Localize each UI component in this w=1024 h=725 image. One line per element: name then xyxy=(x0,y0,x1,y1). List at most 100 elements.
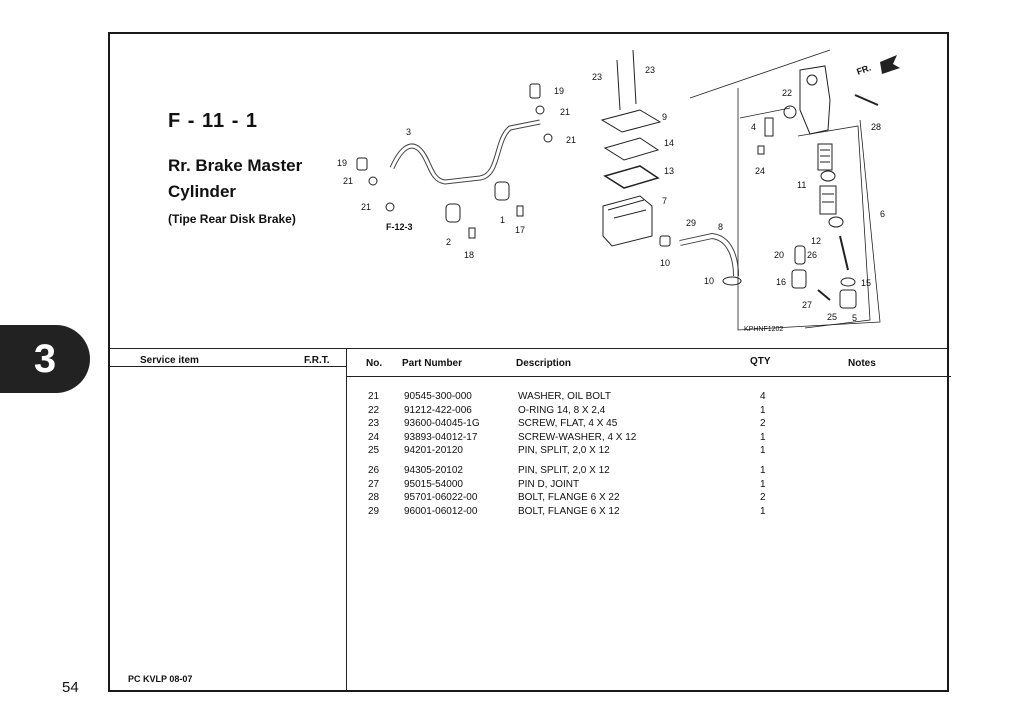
pin-20 xyxy=(794,245,806,265)
callout: 11 xyxy=(797,180,806,190)
header-divider-right xyxy=(346,376,951,377)
col-header-part-number: Part Number xyxy=(402,358,463,369)
row-description: BOLT, FLANGE 6 X 22 xyxy=(518,492,620,503)
nut-15 xyxy=(840,277,856,287)
callout: 21 xyxy=(560,107,570,117)
page-number: 54 xyxy=(62,679,79,696)
callout: 24 xyxy=(755,166,765,176)
bolt-28 xyxy=(854,94,879,106)
callout: 19 xyxy=(337,158,347,168)
row-description: O-RING 14, 8 X 2,4 xyxy=(518,404,606,416)
row-part-number: 94305-20102 xyxy=(404,465,463,476)
row-qty: 1 xyxy=(760,478,766,490)
reservoir xyxy=(602,195,653,247)
col-header-no: No. xyxy=(366,358,383,369)
row-part-number: 94201-20120 xyxy=(404,445,463,456)
row-part-number: 95015-54000 xyxy=(404,478,463,490)
figure-reference-link[interactable]: F-12-3 xyxy=(386,222,413,232)
washer-21b xyxy=(543,133,553,143)
callout: 26 xyxy=(807,250,817,260)
bolt-17 xyxy=(516,205,524,217)
col-header-notes: Notes xyxy=(848,358,876,369)
figure-subtitle: (Tipe Rear Disk Brake) xyxy=(168,212,296,226)
callout: 8 xyxy=(718,222,723,232)
callout: 21 xyxy=(361,202,371,212)
row-description: WASHER, OIL BOLT xyxy=(518,391,611,402)
callout: 2 xyxy=(446,237,451,247)
master-cylinder-body xyxy=(799,65,831,135)
pin-27 xyxy=(817,289,831,301)
row-no: 26 xyxy=(368,465,380,476)
callout: 27 xyxy=(802,300,812,310)
callout: 23 xyxy=(592,72,602,82)
callout: 5 xyxy=(852,313,857,323)
callout: 14 xyxy=(664,138,674,148)
figure-code: F - 11 - 1 xyxy=(168,110,259,132)
callout: 6 xyxy=(880,209,885,219)
callout: 18 xyxy=(464,250,474,260)
row-qty: 1 xyxy=(760,505,766,517)
callout: 15 xyxy=(861,278,871,288)
row-qty: 2 xyxy=(760,492,766,503)
callout: 7 xyxy=(662,196,667,206)
row-qty: 1 xyxy=(760,465,766,476)
callout: 16 xyxy=(776,277,786,287)
callout: 25 xyxy=(827,312,837,322)
callout: 9 xyxy=(662,112,667,122)
boot-5 xyxy=(839,289,857,309)
washer-21a xyxy=(535,105,545,115)
callout: 19 xyxy=(554,86,564,96)
diagram-divider xyxy=(110,348,947,349)
diaphragm-plate xyxy=(603,137,660,161)
callout: 1 xyxy=(500,215,505,225)
row-no: 24 xyxy=(368,431,380,443)
frt-header: F.R.T. xyxy=(304,355,330,366)
callout: 12 xyxy=(811,236,821,246)
row-no: 23 xyxy=(368,418,380,429)
row-part-number: 91212-422-006 xyxy=(404,404,472,416)
hose-clamp-1 xyxy=(494,181,510,201)
service-item-header: Service item xyxy=(140,355,199,366)
screw-23b xyxy=(632,49,637,105)
header-divider-left xyxy=(110,366,346,367)
callout: 28 xyxy=(871,122,881,132)
row-no: 21 xyxy=(368,391,380,402)
figure-title-line2: Cylinder xyxy=(168,182,237,201)
col-header-description: Description xyxy=(516,358,572,369)
push-rod-12 xyxy=(839,235,849,271)
row-qty: 2 xyxy=(760,418,766,429)
callout: 4 xyxy=(751,122,756,132)
hose-clip-10b xyxy=(722,276,742,286)
chapter-tab: 3 xyxy=(0,325,90,393)
col-header-qty: QTY xyxy=(750,356,771,367)
assembly-outline xyxy=(689,49,881,331)
diagram-code: KPHNF1202 xyxy=(744,326,783,333)
hose-clip-10a xyxy=(659,235,671,247)
diaphragm xyxy=(603,165,660,189)
row-description: PIN, SPLIT, 2,0 X 12 xyxy=(518,465,610,476)
primary-cup xyxy=(820,170,836,182)
piston-11 xyxy=(819,185,837,215)
reservoir-cap xyxy=(600,109,662,133)
spring xyxy=(817,143,833,171)
callout: 22 xyxy=(782,88,792,98)
screw-24 xyxy=(757,145,765,155)
brake-hose xyxy=(389,119,541,185)
row-no: 29 xyxy=(368,505,380,517)
callout: 13 xyxy=(664,166,674,176)
table-divider xyxy=(346,348,347,692)
row-qty: 1 xyxy=(760,445,766,456)
row-part-number: 90545-300-000 xyxy=(404,391,472,402)
row-description: BOLT, FLANGE 6 X 12 xyxy=(518,505,620,517)
washer-21c xyxy=(368,176,378,186)
row-part-number: 93893-04012-17 xyxy=(404,431,478,443)
callout: 20 xyxy=(774,250,784,260)
row-no: 22 xyxy=(368,404,380,416)
row-qty: 1 xyxy=(760,431,766,443)
direction-label: FR. xyxy=(855,63,872,77)
callout: 23 xyxy=(645,65,655,75)
footer-code: PC KVLP 08-07 xyxy=(128,674,193,684)
row-no: 28 xyxy=(368,492,380,503)
oil-bolt-left xyxy=(356,157,368,171)
